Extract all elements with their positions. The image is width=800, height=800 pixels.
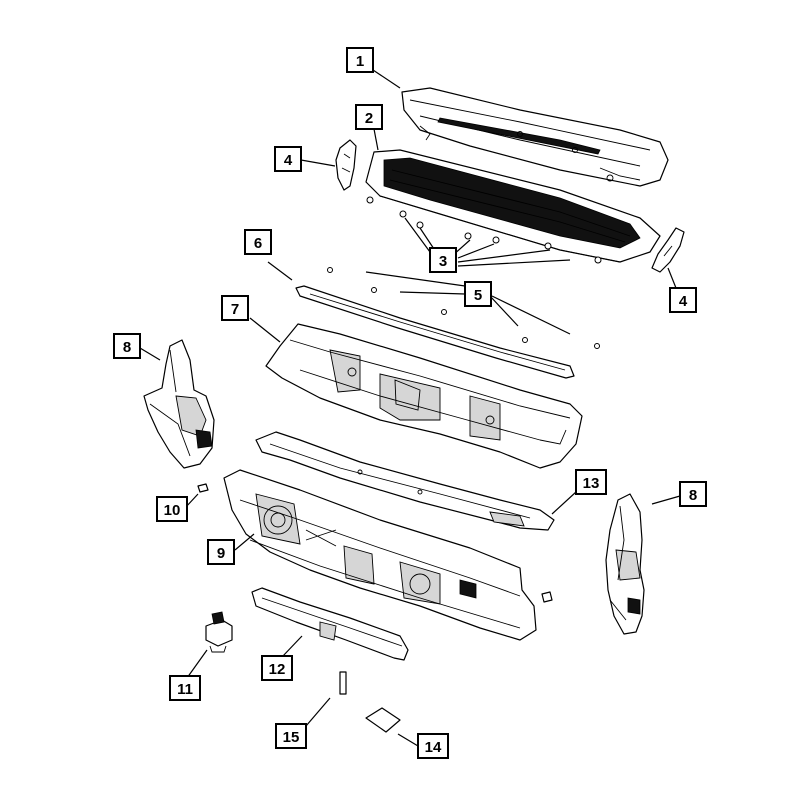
svg-text:10: 10 (164, 502, 181, 519)
svg-text:4: 4 (284, 152, 293, 169)
part-5-fasteners (327, 267, 600, 349)
callout-2: 2 (355, 104, 383, 130)
callout-5: 5 (464, 281, 492, 307)
callout-13: 13 (575, 469, 607, 495)
dash-plug (541, 591, 553, 603)
svg-text:8: 8 (689, 487, 697, 504)
leader-lines (139, 69, 681, 747)
part-6-seal-strip (295, 285, 575, 379)
part-15-pin (339, 671, 347, 695)
svg-text:7: 7 (231, 301, 239, 318)
svg-text:9: 9 (217, 545, 225, 562)
part-12-lower-reinforcement (251, 587, 409, 661)
part-8-left-reinforcement (143, 339, 215, 469)
callout-15: 15 (275, 723, 307, 749)
part-1-cowl-top-panel (401, 87, 669, 187)
callout-6: 6 (244, 229, 272, 255)
callout-8-right: 8 (679, 481, 707, 507)
callout-10: 10 (156, 496, 188, 522)
svg-text:15: 15 (283, 729, 300, 746)
callout-14: 14 (417, 733, 449, 759)
part-7-upper-plenum (265, 323, 583, 469)
part-4-left-bracket (335, 139, 357, 191)
svg-text:3: 3 (439, 253, 447, 270)
svg-text:4: 4 (679, 293, 688, 310)
part-3-fasteners (366, 196, 602, 264)
svg-text:5: 5 (474, 287, 482, 304)
part-8-right-reinforcement (605, 493, 645, 635)
callout-7: 7 (221, 295, 249, 321)
callout-8-left: 8 (113, 333, 141, 359)
part-13-cross-member (255, 431, 555, 531)
callout-12: 12 (261, 655, 293, 681)
part-11-grommet (205, 611, 233, 653)
callout-4-left: 4 (274, 146, 302, 172)
svg-text:2: 2 (365, 110, 373, 127)
callout-9: 9 (207, 539, 235, 565)
svg-text:11: 11 (177, 681, 193, 698)
part-9-dash-panel (223, 469, 537, 641)
svg-text:6: 6 (254, 235, 262, 252)
callout-3: 3 (429, 247, 457, 273)
part-14-pad (365, 707, 401, 733)
svg-text:13: 13 (583, 475, 600, 492)
part-2-cowl-grille (365, 149, 661, 263)
part-4-right-bracket (651, 227, 685, 273)
svg-text:8: 8 (123, 339, 131, 356)
svg-text:14: 14 (425, 739, 442, 756)
svg-text:12: 12 (269, 661, 286, 678)
callout-4-right: 4 (669, 287, 697, 313)
callout-11: 11 (169, 675, 201, 701)
svg-text:1: 1 (356, 53, 364, 70)
part-10-clip (197, 483, 209, 493)
callout-1: 1 (346, 47, 374, 73)
